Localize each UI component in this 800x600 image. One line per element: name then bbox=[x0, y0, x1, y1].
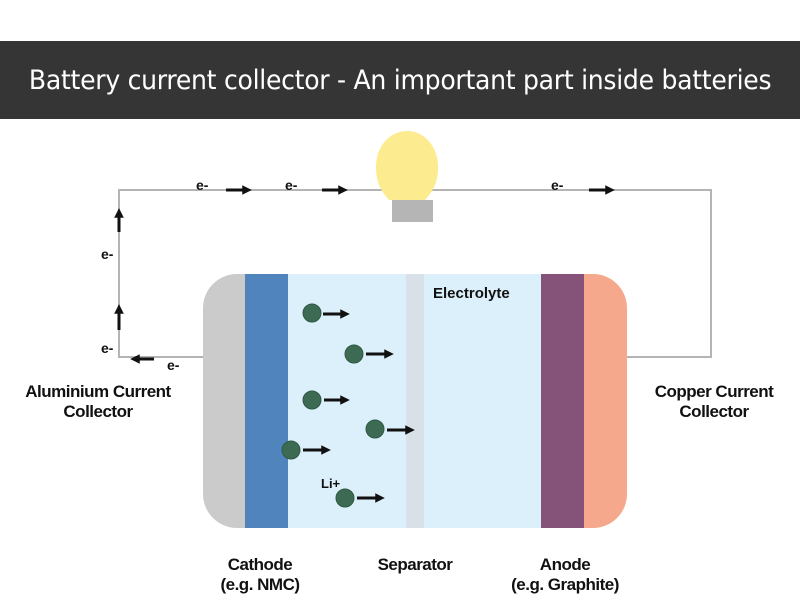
lithium-ion bbox=[302, 303, 350, 323]
battery-cell bbox=[203, 274, 627, 528]
banner-title: Battery current collector - An important… bbox=[28, 64, 772, 96]
cathode-layer bbox=[245, 274, 288, 528]
separator-layer bbox=[406, 274, 424, 528]
ion-dot bbox=[281, 440, 301, 460]
electrolyte-right bbox=[424, 274, 541, 528]
lithium-ion bbox=[302, 390, 350, 410]
electron-label: e- bbox=[285, 177, 298, 193]
electron-label: e- bbox=[101, 340, 114, 356]
aluminium-collector-label: Aluminium Current Collector bbox=[0, 382, 196, 422]
electron-flow-arrows bbox=[114, 185, 615, 364]
electrolyte-label: Electrolyte bbox=[433, 285, 510, 302]
cathode-label-line1: Cathode bbox=[227, 555, 293, 574]
copper-collector-label: Copper Current Collector bbox=[632, 382, 796, 422]
aluminium-label-line1: Aluminium Current bbox=[25, 382, 171, 401]
ion-dot bbox=[302, 390, 322, 410]
cathode-label-line2: (e.g. NMC) bbox=[220, 575, 300, 594]
lithium-ion bbox=[365, 419, 415, 439]
light-bulb-icon bbox=[376, 131, 438, 222]
ion-dot bbox=[335, 488, 355, 508]
separator-label: Separator bbox=[350, 555, 480, 575]
lithium-ion bbox=[281, 440, 331, 460]
electron-label: e- bbox=[196, 177, 209, 193]
electron-label: e- bbox=[551, 177, 564, 193]
ion-dot bbox=[344, 344, 364, 364]
cathode-label: Cathode (e.g. NMC) bbox=[190, 555, 330, 595]
lithium-ion bbox=[335, 488, 385, 508]
separator-label-text: Separator bbox=[377, 555, 453, 574]
aluminium-collector bbox=[203, 274, 245, 528]
anode-layer bbox=[541, 274, 584, 528]
copper-label-line2: Collector bbox=[679, 402, 749, 421]
copper-collector bbox=[584, 274, 627, 528]
title-banner: Battery current collector - An important… bbox=[0, 41, 800, 119]
ion-dot bbox=[302, 303, 322, 323]
electron-label: e- bbox=[101, 246, 114, 262]
lithium-ion-label: Li+ bbox=[321, 476, 341, 491]
copper-label-line1: Copper Current bbox=[654, 382, 774, 401]
electron-label: e- bbox=[167, 357, 180, 373]
anode-label-line1: Anode bbox=[539, 555, 591, 574]
ion-dot bbox=[365, 419, 385, 439]
lithium-ions bbox=[281, 303, 415, 508]
lithium-ion bbox=[344, 344, 394, 364]
aluminium-label-line2: Collector bbox=[63, 402, 133, 421]
anode-label-line2: (e.g. Graphite) bbox=[511, 575, 619, 594]
anode-label: Anode (e.g. Graphite) bbox=[490, 555, 640, 595]
